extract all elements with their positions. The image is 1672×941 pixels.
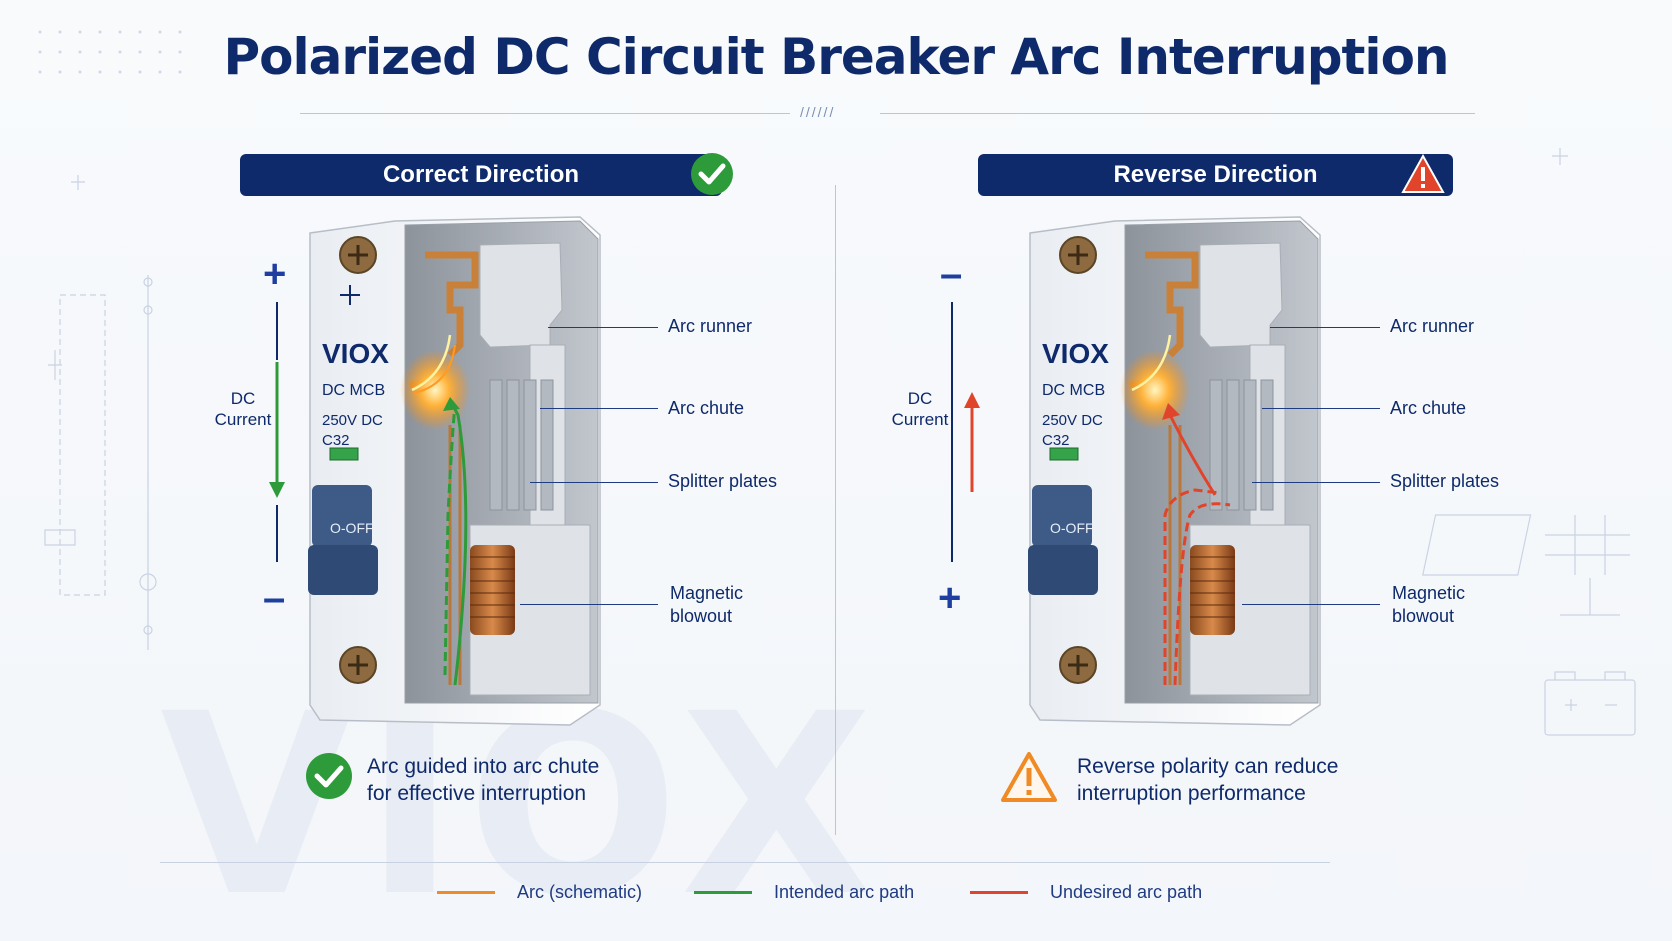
panel-header-correct: Correct Direction: [240, 153, 733, 196]
bottom-pole-sign: –: [263, 576, 286, 620]
leader-magnetic-blowout: [520, 604, 658, 605]
leader-arc-runner: [1270, 327, 1380, 328]
dc-current-label: DC Current: [885, 388, 955, 430]
page-title: Polarized DC Circuit Breaker Arc Interru…: [223, 28, 1449, 86]
current-arrow-down: [269, 302, 285, 562]
dc-current-line1: DC: [230, 389, 256, 408]
label-magnetic-blowout: Magnetic blowout: [1392, 582, 1465, 628]
note-reverse: Reverse polarity can reduce interruption…: [1077, 753, 1338, 807]
label-splitter-plates: Splitter plates: [668, 471, 778, 491]
legend-rule: [160, 862, 1330, 863]
legend-swatch-red: [970, 891, 1028, 894]
panel-header-title: Reverse Direction: [1113, 161, 1318, 188]
breaker-rating-voltage: 250V DC: [1042, 412, 1103, 429]
dc-current-line2: Current: [891, 410, 949, 429]
breaker-model: DC MCB: [322, 382, 386, 399]
label-magnetic-line1: Magnetic: [670, 583, 744, 603]
dc-current-line2: Current: [214, 410, 272, 429]
breaker-rating-current: C32: [322, 432, 350, 449]
handle-text: O-OFF: [1050, 520, 1094, 536]
current-arrow-up: [964, 392, 980, 492]
panel-divider: [835, 185, 836, 835]
legend-item-arc: Arc (schematic): [437, 882, 642, 903]
legend-swatch-green: [694, 891, 752, 894]
label-magnetic-line2: blowout: [670, 606, 733, 626]
label-magnetic-line2: blowout: [1392, 606, 1455, 626]
top-pole-sign: +: [263, 252, 287, 296]
note-reverse-line2: interruption performance: [1077, 782, 1306, 805]
leader-arc-chute: [1262, 408, 1380, 409]
legend-item-undesired: Undesired arc path: [970, 882, 1202, 903]
warning-triangle-icon: [1001, 752, 1057, 802]
leader-arc-runner: [548, 327, 658, 328]
warning-triangle-icon: [1401, 153, 1445, 193]
breaker-brand: VIOX: [322, 338, 389, 369]
legend-label: Undesired arc path: [1050, 882, 1203, 902]
breaker-model: DC MCB: [1042, 382, 1106, 399]
check-icon: [691, 153, 733, 195]
breaker-rating-current: C32: [1042, 432, 1070, 449]
label-arc-chute: Arc chute: [1390, 398, 1467, 418]
bottom-pole-sign: +: [938, 576, 962, 620]
leader-splitter-plates: [530, 482, 658, 483]
title-rule-left: [300, 113, 790, 114]
panel-header-reverse: Reverse Direction: [978, 153, 1453, 196]
label-splitter-plates: Splitter plates: [1390, 471, 1500, 491]
current-line-reverse: [951, 302, 953, 562]
note-reverse-line1: Reverse polarity can reduce: [1077, 755, 1339, 778]
legend-label: Arc (schematic): [517, 882, 643, 902]
label-magnetic-blowout: Magnetic blowout: [670, 582, 743, 628]
breaker-rating-voltage: 250V DC: [322, 412, 383, 429]
breaker-cutaway-reverse: [1028, 216, 1321, 726]
check-circle-icon: [306, 753, 352, 799]
leader-splitter-plates: [1252, 482, 1380, 483]
top-pole-sign: –: [940, 252, 963, 296]
title-rule-mark: //////: [800, 104, 836, 120]
label-arc-chute: Arc chute: [668, 398, 745, 418]
handle-text: O-OFF: [330, 520, 374, 536]
breaker-cutaway-correct: [308, 216, 601, 726]
note-correct-line1: Arc guided into arc chute: [367, 755, 600, 778]
dc-current-line1: DC: [907, 389, 933, 408]
panel-header-title: Correct Direction: [382, 161, 580, 188]
legend-item-intended: Intended arc path: [694, 882, 914, 903]
label-arc-runner: Arc runner: [668, 316, 753, 336]
breaker-brand: VIOX: [1042, 338, 1109, 369]
note-correct: Arc guided into arc chute for effective …: [367, 753, 599, 807]
leader-arc-chute: [540, 408, 658, 409]
label-magnetic-line1: Magnetic: [1392, 583, 1466, 603]
legend-swatch-orange: [437, 891, 495, 894]
leader-magnetic-blowout: [1242, 604, 1380, 605]
title-rule-right: [880, 113, 1475, 114]
note-correct-line2: for effective interruption: [367, 782, 587, 805]
dc-current-label: DC Current: [208, 388, 278, 430]
legend-label: Intended arc path: [774, 882, 915, 902]
label-arc-runner: Arc runner: [1390, 316, 1475, 336]
